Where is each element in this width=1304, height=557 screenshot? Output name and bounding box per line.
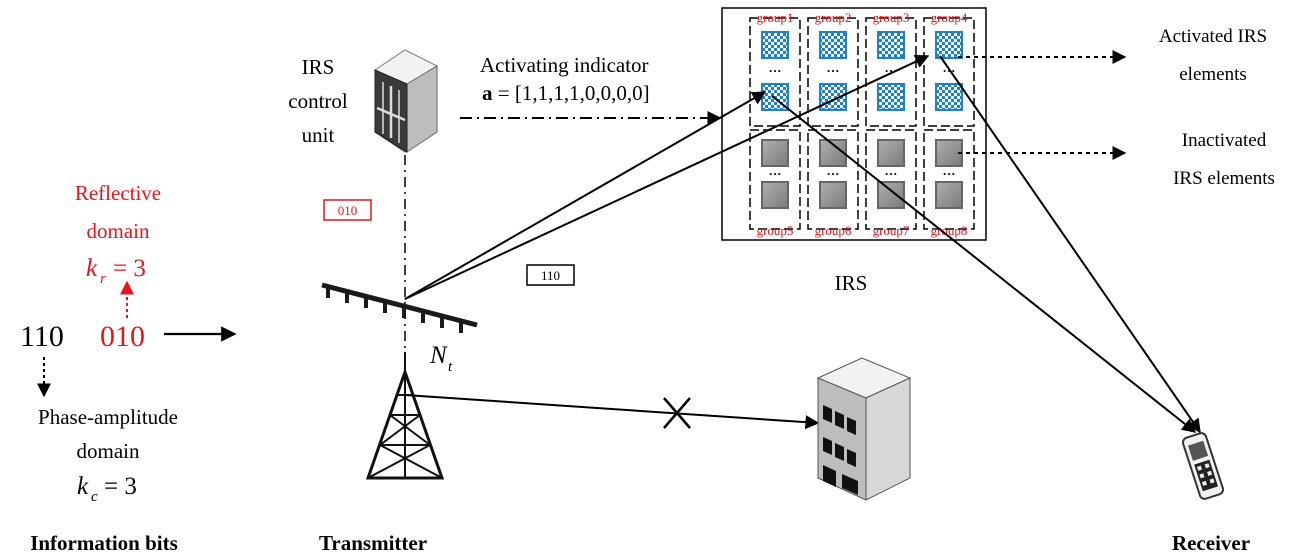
activated-label-2: elements (1179, 64, 1247, 85)
box-110-label: 110 (541, 268, 560, 283)
group-label: group7 (873, 223, 910, 238)
phone-icon (1181, 432, 1225, 500)
reflective-label-1: Reflective (75, 181, 161, 205)
kc-equals: = 3 (104, 473, 137, 500)
nt-subscript: t (448, 359, 453, 375)
irs-group-7: ··· group7 (865, 129, 917, 238)
group-label: group2 (815, 10, 852, 25)
group-label: group8 (931, 223, 968, 238)
inactivated-label-1: Inactivated (1182, 130, 1267, 151)
path-to-group4 (404, 54, 930, 300)
ellipsis-dots: ··· (826, 166, 839, 181)
box-110: 110 (526, 264, 575, 286)
group-label: group4 (931, 10, 968, 25)
ellipsis-dots: ··· (942, 166, 955, 181)
tower-icon (365, 352, 445, 480)
irs-element-inactive (935, 181, 963, 209)
bits-suffix: 010 (100, 320, 145, 353)
control-label-1: IRS (302, 55, 335, 79)
group-label: group6 (815, 223, 852, 238)
group-label: group1 (757, 10, 794, 25)
blocked-path (404, 394, 820, 430)
antenna-array-icon (321, 282, 478, 333)
reflective-label-2: domain (87, 219, 150, 243)
activating-indicator: Activating indicator a = [1,1,1,1,0,0,0,… (480, 53, 650, 105)
ellipsis-dots: ··· (768, 63, 781, 78)
irs-element-inactive (877, 139, 905, 167)
irs-element-active (935, 31, 963, 59)
kr-symbol: k (86, 255, 98, 282)
irs-element-active (761, 31, 789, 59)
irs-group-8: ··· group8 (923, 129, 975, 238)
activated-label-1: Activated IRS (1159, 26, 1267, 47)
nt-symbol: N (429, 342, 448, 369)
label-information-bits: Information bits (30, 531, 178, 555)
kc-subscript: c (91, 489, 98, 505)
inactivated-label-2: IRS elements (1173, 168, 1275, 189)
bit-string: 110 010 (20, 320, 145, 353)
phase-label-1: Phase-amplitude (38, 405, 178, 429)
group-label: group3 (873, 10, 910, 25)
control-unit-icon (373, 49, 439, 153)
control-label-2: control (288, 89, 348, 113)
box-010: 010 (323, 199, 372, 221)
indicator-value: = [1,1,1,1,0,0,0,0] (493, 81, 650, 105)
kr-subscript: r (100, 271, 106, 287)
phase-amplitude-domain: Phase-amplitude domain k c = 3 (38, 405, 178, 505)
irs-label: IRS (835, 271, 868, 295)
label-transmitter: Transmitter (319, 531, 427, 555)
bits-prefix: 110 (20, 320, 64, 353)
irs-groups: ···group1···group2···group3···group4···g… (749, 10, 975, 238)
kr-equals: = 3 (113, 255, 146, 282)
irs-group-3: ···group3 (865, 10, 917, 127)
box-010-label: 010 (338, 203, 358, 218)
indicator-bold: a (482, 81, 493, 105)
irs-control-unit: IRS control unit (288, 49, 439, 153)
phase-label-2: domain (77, 439, 140, 463)
irs-element-active (935, 83, 963, 111)
ellipsis-dots: ··· (884, 166, 897, 181)
reflect-group4-receiver (939, 55, 1201, 434)
irs-element-inactive (935, 139, 963, 167)
irs-element-active (877, 31, 905, 59)
irs-element-inactive (761, 181, 789, 209)
kc-symbol: k (77, 473, 89, 500)
irs-group-5: ··· group5 (749, 129, 801, 238)
irs-group-2: ··· group2 (807, 10, 859, 127)
irs-element-inactive (877, 181, 905, 209)
control-label-3: unit (302, 123, 335, 147)
ellipsis-dots: ··· (826, 63, 839, 78)
label-receiver: Receiver (1172, 531, 1250, 555)
irs-element-inactive (819, 181, 847, 209)
blocked-cross-icon (663, 397, 691, 429)
indicator-expression: a = [1,1,1,1,0,0,0,0] (482, 81, 650, 105)
irs-group-6: ··· group6 (807, 129, 859, 238)
group-label: group5 (757, 223, 794, 238)
indicator-title: Activating indicator (480, 53, 649, 77)
irs-element-inactive (761, 139, 789, 167)
reflect-group1-receiver (771, 95, 1197, 433)
irs-panel: ···group1···group2···group3···group4···g… (721, 7, 987, 295)
irs-element-active (877, 83, 905, 111)
reflective-domain: Reflective domain k r = 3 (75, 181, 161, 287)
ellipsis-dots: ··· (768, 166, 781, 181)
path-to-group1 (404, 91, 767, 300)
building-icon (816, 357, 912, 501)
irs-element-active (819, 31, 847, 59)
